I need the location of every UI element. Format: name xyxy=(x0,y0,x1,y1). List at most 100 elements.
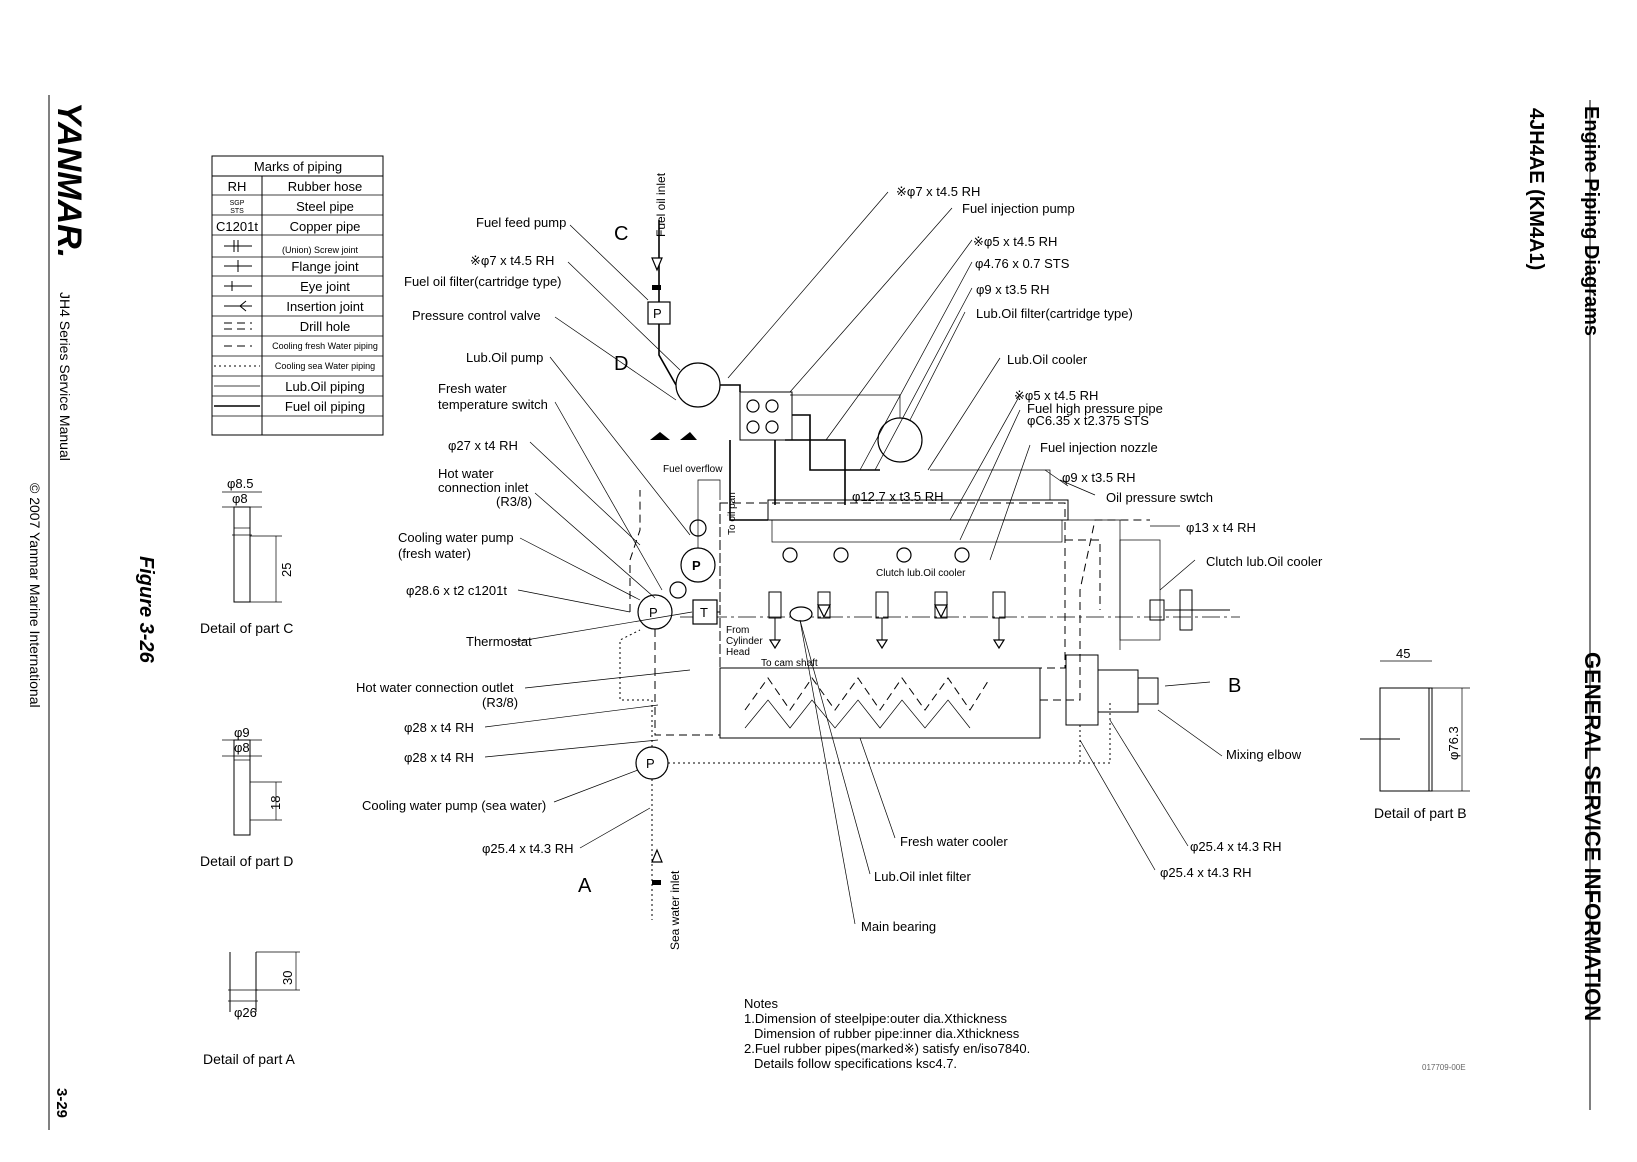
fuel-filter xyxy=(675,362,721,408)
legend-label-screw: (Union) Screw joint xyxy=(282,245,359,255)
legend-label-lub: Lub.Oil piping xyxy=(285,379,365,394)
detail-d-len: 18 xyxy=(268,796,283,810)
injection-pump xyxy=(739,391,793,441)
label-clutch-inner: Clutch lub.Oil cooler xyxy=(876,568,966,579)
label-from-head-1: From xyxy=(726,625,749,636)
label-p9a: φ9 x t3.5 RH xyxy=(976,282,1049,297)
drawing-code: 017709-00E xyxy=(1422,1063,1466,1072)
notes-line-3: 2.Fuel rubber pipes(marked※) satisfy en/… xyxy=(744,1041,1030,1056)
label-fw-cooler: Fresh water cooler xyxy=(900,834,1008,849)
label-lub-inlet: Lub.Oil inlet filter xyxy=(874,869,971,884)
label-p254b: φ25.4 x t4.3 RH xyxy=(1160,865,1252,880)
labels-left: Fuel feed pump ※φ7 x t4.5 RH Fuel oil fi… xyxy=(356,215,574,856)
marker-c: C xyxy=(614,223,628,245)
leader-lines xyxy=(484,191,1223,925)
label-hw-in-1: Hot water xyxy=(438,466,494,481)
label-fuel5: ※φ5 x t4.5 RH xyxy=(973,234,1057,249)
legend-label-drill: Drill hole xyxy=(300,319,351,334)
label-nozzle: Fuel injection nozzle xyxy=(1040,440,1158,455)
detail-d-d2: φ8 xyxy=(234,740,250,755)
label-oil-sw: Oil pressure swtch xyxy=(1106,490,1213,505)
label-to-cam: To cam shaft xyxy=(761,658,818,669)
labels-right: ※φ7 x t4.5 RH Fuel injection pump ※φ5 x … xyxy=(896,184,1323,880)
legend-label-copper: Copper pipe xyxy=(290,219,361,234)
label-to-oil-pan: To oil pan xyxy=(727,492,738,535)
legend-label-rubber: Rubber hose xyxy=(288,179,362,194)
label-main-bearing: Main bearing xyxy=(861,919,936,934)
part-markers: C D A B xyxy=(578,223,1241,897)
label-fuel-feed-pump: Fuel feed pump xyxy=(476,215,566,230)
label-p254: φ25.4 x t4.3 RH xyxy=(482,841,574,856)
label-pc635: φC6.35 x t2.375 STS xyxy=(1027,413,1149,428)
marker-d: D xyxy=(614,353,628,375)
detail-b-w: 45 xyxy=(1396,646,1410,661)
label-fuel-inlet: Fuel oil inlet xyxy=(654,172,668,237)
label-mixing: Mixing elbow xyxy=(1226,747,1302,762)
svg-text:T: T xyxy=(700,605,708,620)
section-title: Engine Piping Diagrams xyxy=(1580,106,1602,336)
manual-title: JH4 Series Service Manual xyxy=(57,292,73,461)
legend-label-fresh: Cooling fresh Water piping xyxy=(272,341,378,351)
marker-a: A xyxy=(578,875,592,897)
thermostat-box xyxy=(692,599,718,625)
label-fuel5b: ※φ5 x t4.5 RH xyxy=(1014,388,1098,403)
label-cwp-sw: Cooling water pump (sea water) xyxy=(362,798,546,813)
label-sea-inlet: Sea water inlet xyxy=(668,870,682,950)
label-pcv: Pressure control valve xyxy=(412,308,541,323)
legend-label-sea: Cooling sea Water piping xyxy=(275,361,375,371)
detail-c-d1: φ8.5 xyxy=(227,476,254,491)
engine-schematic: P P T P P xyxy=(619,220,1240,920)
detail-part-a: φ26 30 Detail of part A xyxy=(203,951,300,1067)
detail-c-len: 25 xyxy=(279,563,294,577)
injector-row xyxy=(768,591,1006,650)
notes-title: Notes xyxy=(744,996,778,1011)
legend-label-insertion: Insertion joint xyxy=(286,299,364,314)
model-title: 4JH4AE (KM4A1) xyxy=(1525,108,1547,270)
notes: Notes 1.Dimension of steelpipe:outer dia… xyxy=(744,996,1030,1071)
svg-text:STS: STS xyxy=(230,208,244,215)
detail-c-caption: Detail of part C xyxy=(200,620,293,636)
category-title: GENERAL SERVICE INFORMATION xyxy=(1580,652,1605,1021)
label-p286: φ28.6 x t2 c1201t xyxy=(406,583,507,598)
detail-a-len: 30 xyxy=(280,971,295,985)
detail-c-d2: φ8 xyxy=(232,491,248,506)
label-from-head-2: Cylinder xyxy=(726,636,763,647)
label-hw-in-2: connection inlet xyxy=(438,480,529,495)
marker-b: B xyxy=(1228,675,1241,697)
labels-center: Fuel overflow To oil pan φ12.7 x t3.5 RH… xyxy=(654,172,1008,950)
label-from-head-3: Head xyxy=(726,647,750,658)
svg-text:P: P xyxy=(653,306,662,321)
legend-title: Marks of piping xyxy=(254,159,342,174)
label-fuel7: ※φ7 x t4.5 RH xyxy=(470,253,554,268)
notes-line-1: 1.Dimension of steelpipe:outer dia.Xthic… xyxy=(744,1011,1008,1026)
svg-text:P: P xyxy=(646,756,655,771)
fresh-water-cooler xyxy=(719,667,1041,739)
detail-a-caption: Detail of part A xyxy=(203,1051,295,1067)
label-fw-switch-1: Fresh water xyxy=(438,381,507,396)
label-fuel-overflow: Fuel overflow xyxy=(663,464,723,475)
legend-label-steel: Steel pipe xyxy=(296,199,354,214)
legend-label-fuel: Fuel oil piping xyxy=(285,399,365,414)
detail-d-d1: φ9 xyxy=(234,725,250,740)
label-hw-out-2: (R3/8) xyxy=(482,695,518,710)
detail-part-b: 45 φ76.3 Detail of part B xyxy=(1360,646,1470,821)
label-inj-pump: Fuel injection pump xyxy=(962,201,1075,216)
label-lub-pump: Lub.Oil pump xyxy=(466,350,543,365)
label-fw-switch-2: temperature switch xyxy=(438,397,548,412)
copyright: © 2007 Yanmar Marine International xyxy=(27,483,43,708)
mixing-elbow xyxy=(1065,654,1099,726)
detail-b-d: φ76.3 xyxy=(1446,726,1461,760)
label-p28a: φ28 x t4 RH xyxy=(404,720,474,735)
label-cwp-fw-1: Cooling water pump xyxy=(398,530,514,545)
legend-mark-rh: RH xyxy=(228,179,247,194)
svg-text:P: P xyxy=(649,605,658,620)
page-number: 3-29 xyxy=(53,1088,70,1118)
legend-mark-steel: SGP xyxy=(230,200,245,207)
label-fuel-filter: Fuel oil filter(cartridge type) xyxy=(404,274,562,289)
piping-legend: Marks of piping RH Rubber hose SGP STS S… xyxy=(211,155,384,436)
label-p27: φ27 x t4 RH xyxy=(448,438,518,453)
legend-label-eye: Eye joint xyxy=(300,279,350,294)
label-lub-cooler: Lub.Oil cooler xyxy=(1007,352,1088,367)
